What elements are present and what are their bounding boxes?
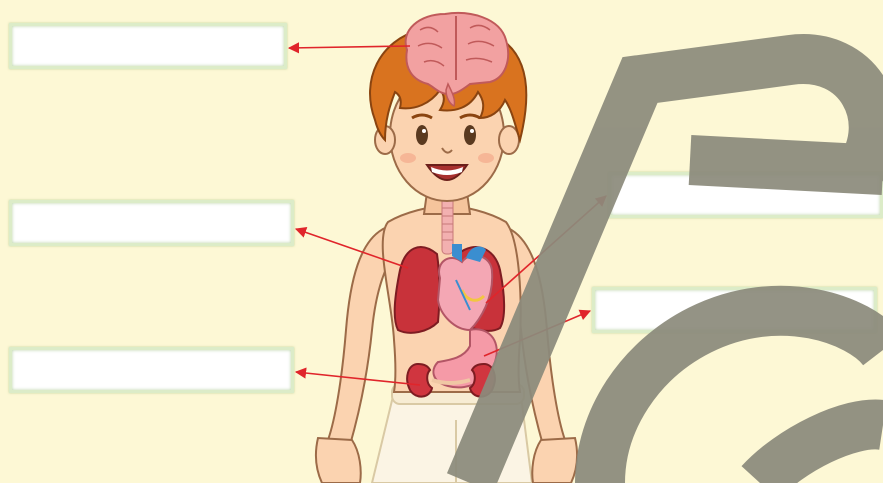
- label-box-lungs[interactable]: [9, 200, 294, 246]
- pants: [372, 384, 532, 483]
- label-box-stomach[interactable]: [592, 287, 877, 333]
- label-box-brain[interactable]: [9, 23, 287, 69]
- label-box-kidneys[interactable]: [9, 347, 294, 393]
- label-box-heart[interactable]: [608, 172, 883, 218]
